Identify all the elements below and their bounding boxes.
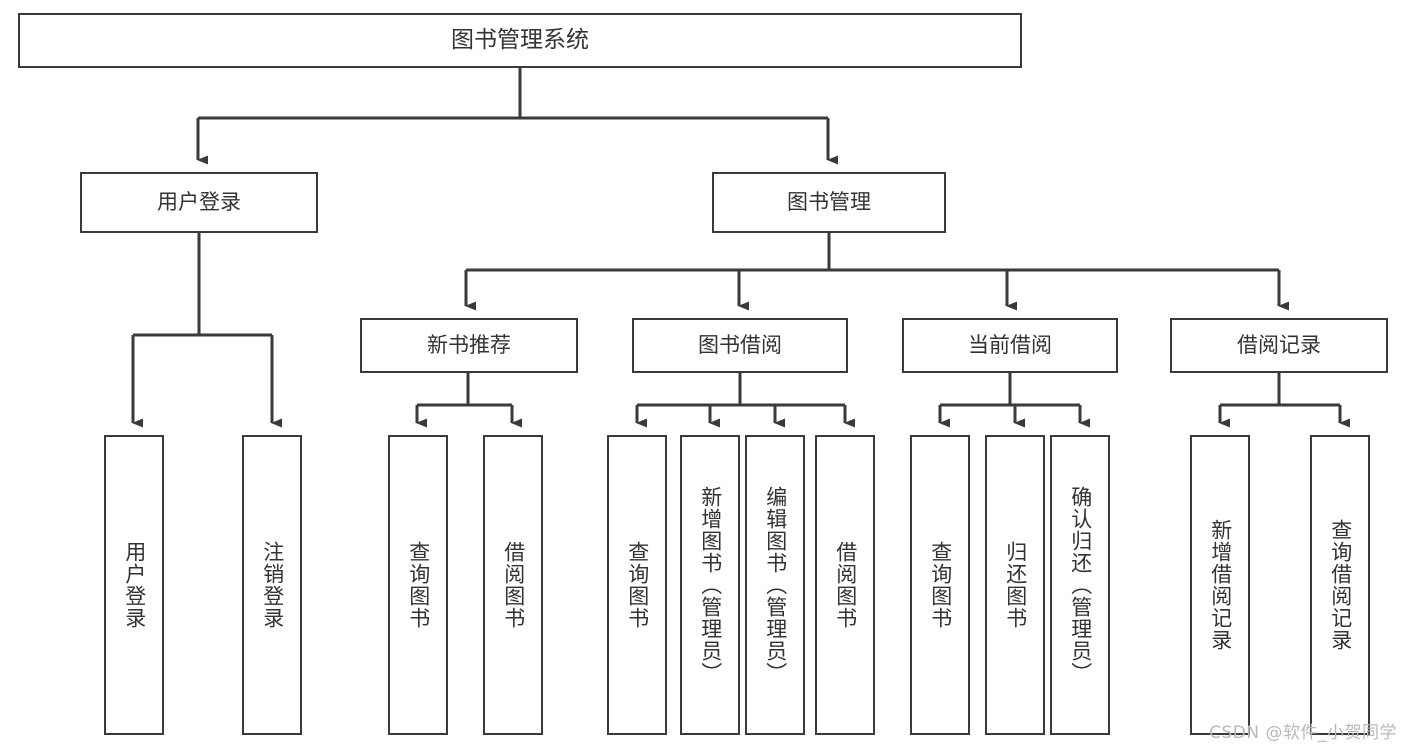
- node-label: 新书推荐: [427, 333, 511, 358]
- node-label: 图书借阅: [698, 333, 782, 358]
- node-leaf-query-record[interactable]: 查询借阅记录: [1310, 435, 1370, 735]
- node-leaf-query-books-1[interactable]: 查询图书: [388, 435, 448, 735]
- node-label: 新增图书（管理员）: [698, 486, 723, 684]
- node-label: 借阅记录: [1237, 333, 1321, 358]
- node-borrowing-records[interactable]: 借阅记录: [1170, 318, 1388, 373]
- node-leaf-user-login[interactable]: 用户登录: [104, 435, 164, 735]
- node-label: 借阅图书: [501, 541, 526, 629]
- node-leaf-query-books-2[interactable]: 查询图书: [607, 435, 667, 735]
- node-label: 查询图书: [928, 541, 953, 629]
- node-user-login[interactable]: 用户登录: [80, 172, 318, 233]
- node-label: 用户登录: [122, 541, 147, 629]
- node-leaf-user-logout[interactable]: 注销登录: [242, 435, 302, 735]
- node-leaf-add-record[interactable]: 新增借阅记录: [1190, 435, 1250, 735]
- node-leaf-return-book[interactable]: 归还图书: [985, 435, 1045, 735]
- node-label: 图书管理系统: [451, 27, 589, 54]
- node-label: 新增借阅记录: [1208, 519, 1233, 651]
- node-label: 图书管理: [787, 190, 871, 215]
- node-root-system[interactable]: 图书管理系统: [18, 13, 1022, 68]
- node-label: 编辑图书（管理员）: [763, 486, 788, 684]
- node-leaf-confirm-return[interactable]: 确认归还（管理员）: [1050, 435, 1110, 735]
- node-label: 查询借阅记录: [1328, 519, 1353, 651]
- node-leaf-edit-book[interactable]: 编辑图书（管理员）: [745, 435, 805, 735]
- node-book-borrowing[interactable]: 图书借阅: [632, 318, 848, 373]
- node-book-management[interactable]: 图书管理: [712, 172, 946, 233]
- node-label: 归还图书: [1003, 541, 1028, 629]
- csdn-watermark: CSDN @软件_小贺同学: [1209, 723, 1397, 743]
- node-leaf-query-books-3[interactable]: 查询图书: [910, 435, 970, 735]
- node-label: 用户登录: [157, 190, 241, 215]
- node-label: 借阅图书: [833, 541, 858, 629]
- node-leaf-borrow-books-1[interactable]: 借阅图书: [483, 435, 543, 735]
- node-label: 当前借阅: [968, 333, 1052, 358]
- node-label: 查询图书: [625, 541, 650, 629]
- node-new-book-recommend[interactable]: 新书推荐: [360, 318, 578, 373]
- node-label: 确认归还（管理员）: [1068, 486, 1093, 684]
- node-leaf-add-book[interactable]: 新增图书（管理员）: [680, 435, 740, 735]
- node-leaf-borrow-books-2[interactable]: 借阅图书: [815, 435, 875, 735]
- node-label: 查询图书: [406, 541, 431, 629]
- node-current-borrowing[interactable]: 当前借阅: [902, 318, 1118, 373]
- node-label: 注销登录: [260, 541, 285, 629]
